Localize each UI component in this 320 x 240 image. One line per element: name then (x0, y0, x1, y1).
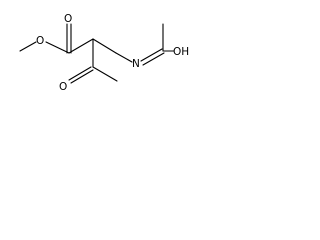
structural-formula: O O N OH O (19, 12, 189, 93)
bond-methylene-nitrogen (115, 52, 133, 63)
bond-methyl-ester-oxygen (19, 41, 37, 52)
bond-nitrogen-carbon-double-b (142, 52, 165, 66)
bond-ketone-methyl (92, 66, 118, 82)
atom-hydroxyl: OH (173, 46, 189, 58)
bond-alpha-methylene (92, 38, 117, 54)
bond-carbonyl-alpha (68, 38, 94, 54)
bond-nitrogen-carbon-double-a (140, 48, 163, 62)
atom-ketone-oxygen: O (59, 81, 67, 93)
bond-ketone-double-a (68, 66, 92, 81)
atom-imine-nitrogen: N (132, 58, 140, 70)
atom-ester-carbonyl-oxygen: O (64, 13, 72, 25)
bond-lines (19, 23, 175, 84)
atom-ester-oxygen: O (36, 35, 44, 47)
bond-ester-oxygen-carbonyl (45, 41, 70, 54)
bond-ketone-double-b (70, 69, 94, 84)
